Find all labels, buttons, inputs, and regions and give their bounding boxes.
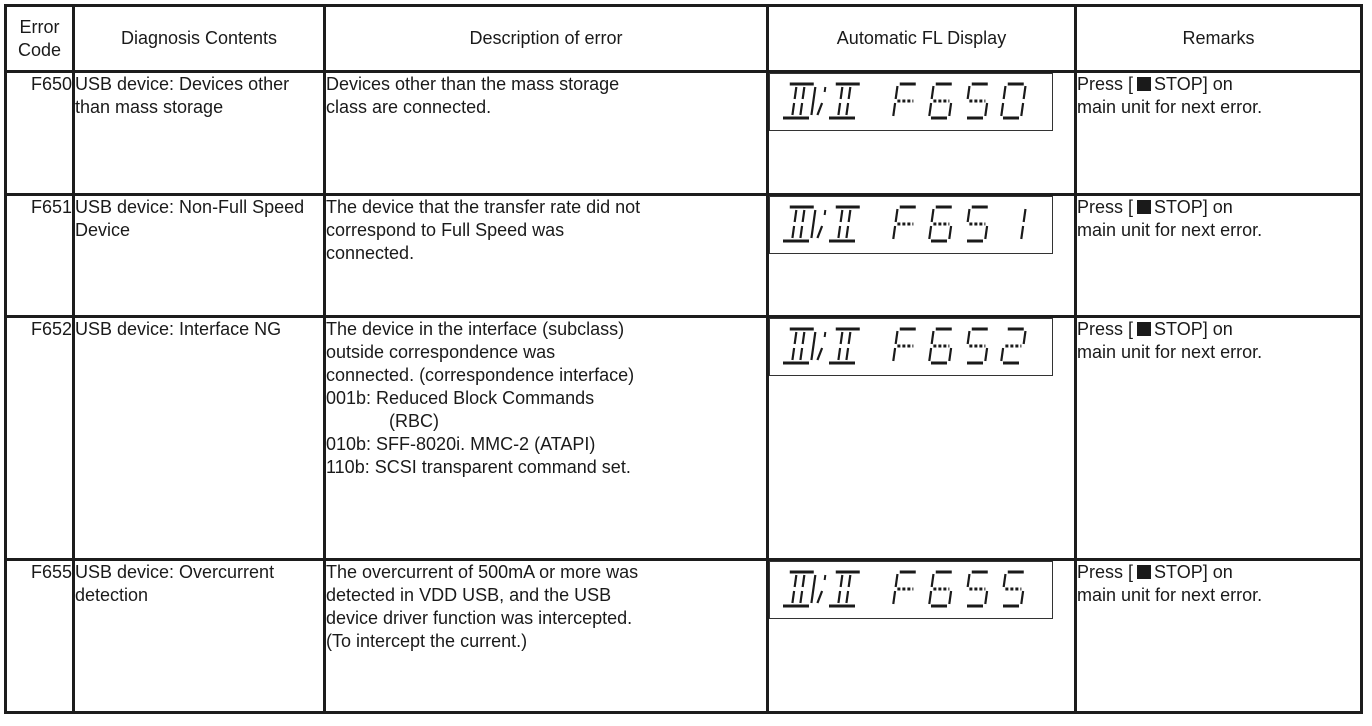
- header-remarks: Remarks: [1074, 4, 1363, 73]
- diagnosis-contents: USB device: Devices other than mass stor…: [72, 70, 326, 196]
- remarks-text-line2: main unit for next error.: [1077, 342, 1263, 362]
- stop-square-icon: [1137, 77, 1152, 91]
- header-error-code-line1: Error: [19, 16, 60, 37]
- error-code: F650: [4, 70, 75, 196]
- fl-display-readout: [783, 327, 1027, 365]
- description-line: device driver function was intercepted.: [326, 608, 633, 628]
- description-line: (RBC): [389, 411, 439, 431]
- description-line: connected.: [326, 243, 415, 263]
- remarks-text-line2: main unit for next error.: [1077, 220, 1263, 240]
- remarks-text-post: STOP] on: [1154, 74, 1233, 94]
- stop-square-icon: [1137, 200, 1152, 214]
- description-line: The device that the transfer rate did no…: [326, 197, 641, 217]
- remarks-text-line2: main unit for next error.: [1077, 97, 1263, 117]
- fl-display-readout: [783, 205, 1027, 243]
- fl-display-cell: [766, 193, 1077, 318]
- table-header-row: Error Code Diagnosis Contents Descriptio…: [4, 4, 1363, 73]
- diagnosis-contents: USB device: Non-Full Speed Device: [72, 193, 326, 318]
- remarks: Press [ STOP] on main unit for next error…: [1074, 315, 1363, 561]
- remarks-text-pre: Press [: [1077, 197, 1134, 217]
- description-line: 001b: Reduced Block Commands: [326, 388, 595, 408]
- error-description: Devices other than the mass storage clas…: [323, 70, 769, 196]
- fl-display-readout: [783, 570, 1025, 608]
- fl-display-panel: [769, 73, 1053, 131]
- fl-display-panel: [769, 318, 1053, 376]
- error-code: F651: [4, 193, 75, 318]
- description-line: correspond to Full Speed was: [326, 220, 565, 240]
- table-row: F651 USB device: Non-Full Speed Device T…: [4, 193, 1363, 318]
- fl-display-cell: [766, 558, 1077, 714]
- diagnosis-contents: USB device: Overcurrent detection: [72, 558, 326, 714]
- remarks-text-line2: main unit for next error.: [1077, 585, 1263, 605]
- remarks-text-post: STOP] on: [1154, 197, 1233, 217]
- fl-display-panel: [769, 561, 1053, 619]
- description-line: 010b: SFF-8020i. MMC-2 (ATAPI): [326, 434, 596, 454]
- description-line: 110b: SCSI transparent command set.: [326, 457, 631, 477]
- description-line: The overcurrent of 500mA or more was: [326, 562, 639, 582]
- fl-display-panel: [769, 196, 1053, 254]
- stop-square-icon: [1137, 322, 1152, 336]
- error-description: The device in the interface (subclass) o…: [323, 315, 769, 561]
- remarks-text-post: STOP] on: [1154, 562, 1233, 582]
- header-error-code: Error Code: [4, 4, 75, 73]
- error-code: F652: [4, 315, 75, 561]
- remarks-text-pre: Press [: [1077, 562, 1134, 582]
- error-code-table: Error Code Diagnosis Contents Descriptio…: [4, 4, 1363, 714]
- error-description: The device that the transfer rate did no…: [323, 193, 769, 318]
- table-row: F655 USB device: Overcurrent detection T…: [4, 558, 1363, 714]
- error-code: F655: [4, 558, 75, 714]
- description-line: (To intercept the current.): [326, 631, 528, 651]
- description-line: class are connected.: [326, 97, 492, 117]
- diagnosis-contents: USB device: Interface NG: [72, 315, 326, 561]
- fl-display-cell: [766, 315, 1077, 561]
- description-line: The device in the interface (subclass): [326, 319, 625, 339]
- description-line: outside correspondence was: [326, 342, 556, 362]
- error-description: The overcurrent of 500mA or more was det…: [323, 558, 769, 714]
- remarks-text-post: STOP] on: [1154, 319, 1233, 339]
- table-row: F650 USB device: Devices other than mass…: [4, 70, 1363, 196]
- fl-display-cell: [766, 70, 1077, 196]
- header-fl-display: Automatic FL Display: [766, 4, 1077, 73]
- remarks-text-pre: Press [: [1077, 319, 1134, 339]
- remarks-text-pre: Press [: [1077, 74, 1134, 94]
- remarks: Press [ STOP] on main unit for next error…: [1074, 558, 1363, 714]
- remarks: Press [ STOP] on main unit for next error…: [1074, 193, 1363, 318]
- header-error-code-line2: Code: [17, 39, 62, 60]
- table-row: F652 USB device: Interface NG The device…: [4, 315, 1363, 561]
- header-diagnosis: Diagnosis Contents: [72, 4, 326, 73]
- description-line: connected. (correspondence interface): [326, 365, 635, 385]
- description-line: detected in VDD USB, and the USB: [326, 585, 612, 605]
- stop-square-icon: [1137, 565, 1152, 579]
- header-description: Description of error: [323, 4, 769, 73]
- remarks: Press [ STOP] on main unit for next error…: [1074, 70, 1363, 196]
- description-line: Devices other than the mass storage: [326, 74, 620, 94]
- fl-display-readout: [783, 82, 1027, 120]
